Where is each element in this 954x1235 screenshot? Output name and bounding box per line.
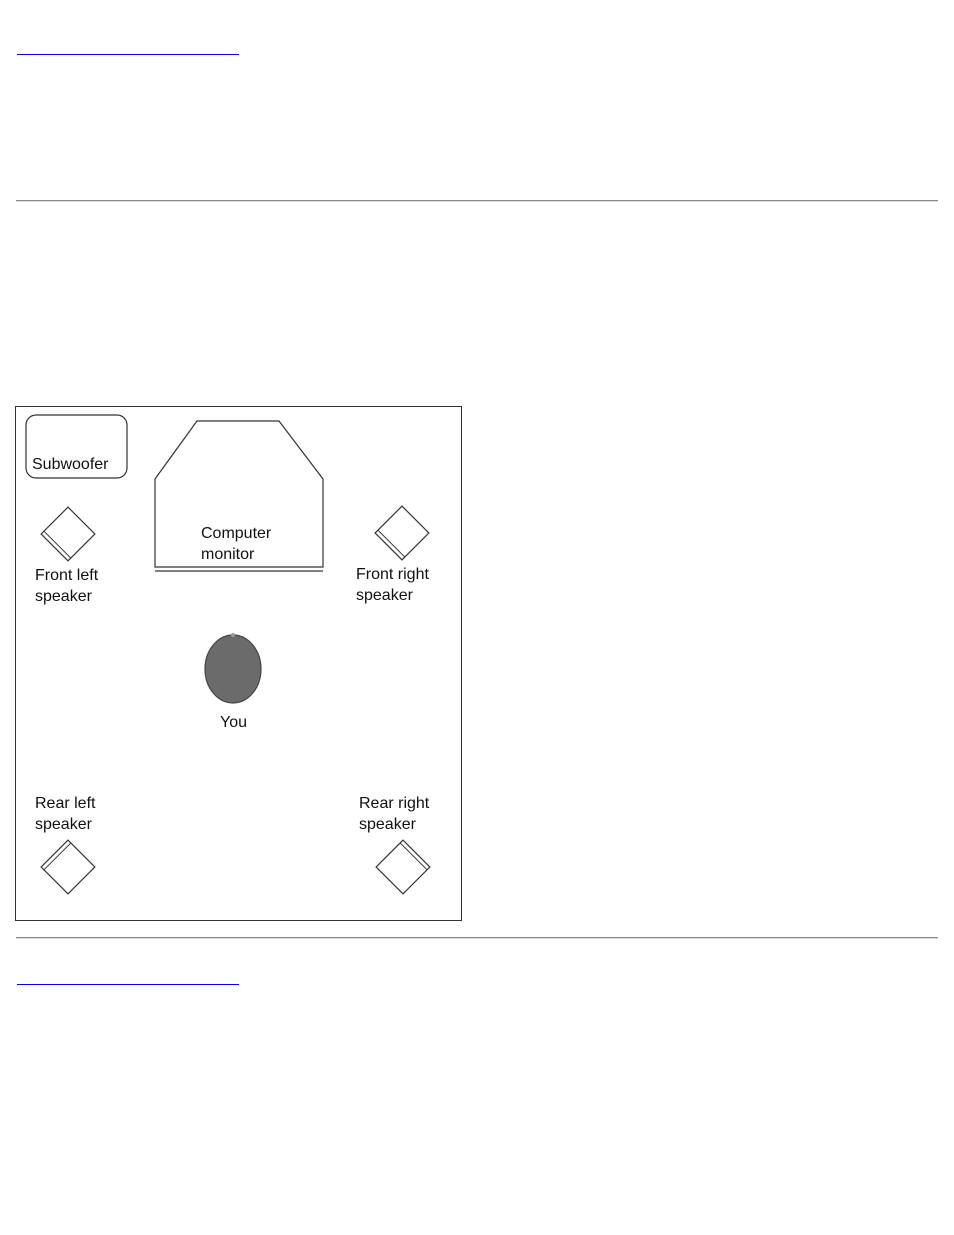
front-left-speaker: Front left speaker <box>35 506 99 605</box>
rear-right-label-line2: speaker <box>359 816 417 833</box>
subwoofer-box <box>25 414 128 479</box>
subwoofer: Subwoofer <box>25 414 128 479</box>
rear-left-label-line1: Rear left <box>35 795 96 812</box>
subwoofer-label: Subwoofer <box>32 456 109 473</box>
rear-right-label-line1: Rear right <box>359 795 430 812</box>
horizontal-rule-bottom <box>16 937 938 939</box>
horizontal-rule-top <box>16 200 938 202</box>
listener-label: You <box>220 714 247 731</box>
listener-nose-icon <box>231 633 235 637</box>
computer-monitor: Computer monitor <box>154 420 324 572</box>
front-right-label-line1: Front right <box>356 566 429 583</box>
diagram-canvas: Subwoofer Computer monitor Front left sp… <box>25 414 431 895</box>
monitor-outline <box>154 420 324 568</box>
rear-left-label-line2: speaker <box>35 816 93 833</box>
rear-right-speaker-icon <box>375 839 431 895</box>
front-right-label-line2: speaker <box>356 587 414 604</box>
top-nav-link[interactable] <box>17 34 239 55</box>
front-left-speaker-icon <box>40 506 96 562</box>
front-right-speaker-icon <box>374 505 430 561</box>
monitor-label-line1: Computer <box>201 525 272 542</box>
front-left-label-line1: Front left <box>35 567 99 584</box>
rear-left-speaker: Rear left speaker <box>35 795 96 895</box>
rear-right-speaker: Rear right speaker <box>359 795 431 895</box>
speaker-placement-diagram: Subwoofer Computer monitor Front left sp… <box>15 406 462 921</box>
listener: You <box>204 633 262 731</box>
rear-left-speaker-icon <box>40 839 96 895</box>
front-right-speaker: Front right speaker <box>356 505 430 604</box>
front-left-label-line2: speaker <box>35 588 93 605</box>
monitor-label-line2: monitor <box>201 546 255 563</box>
bottom-nav-link[interactable] <box>17 964 239 985</box>
listener-head-icon <box>204 634 262 704</box>
